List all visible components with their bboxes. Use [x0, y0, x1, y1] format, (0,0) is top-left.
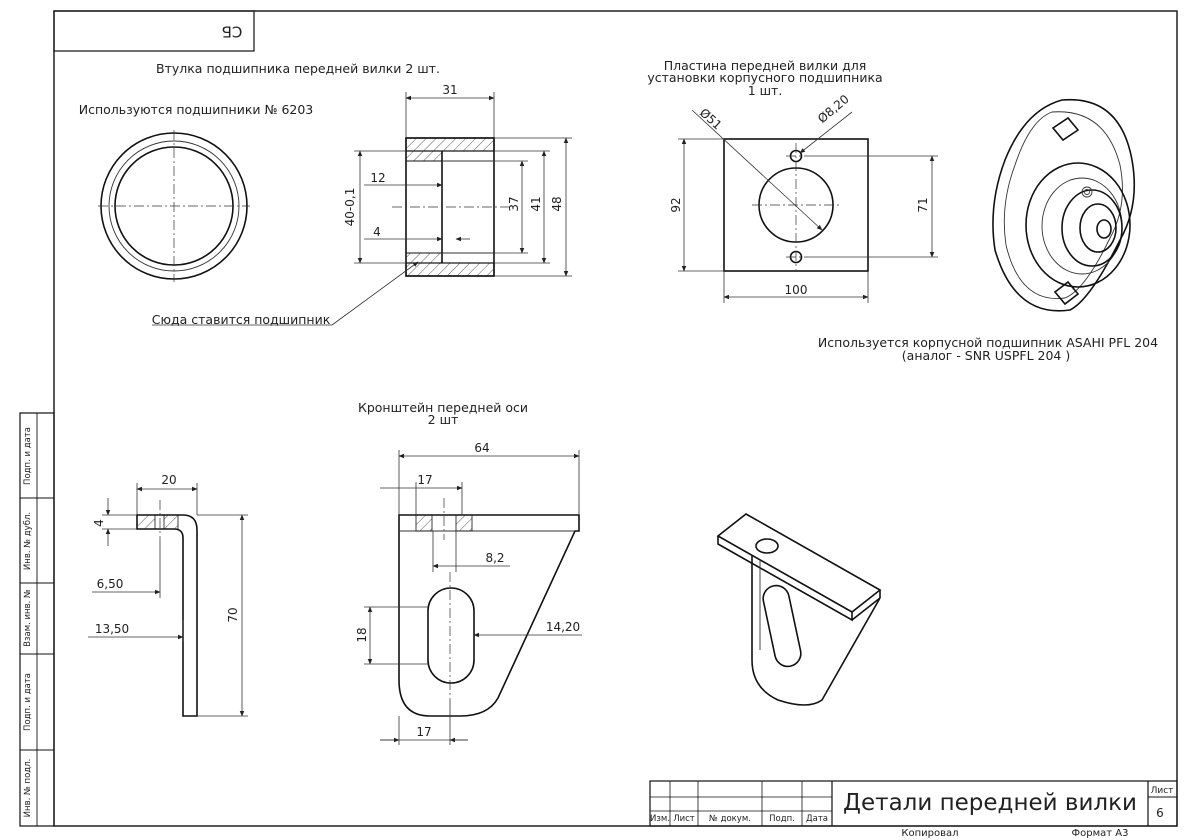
- tb-col-change: Изм.: [650, 814, 670, 824]
- dim-front-17-top: 17: [417, 473, 432, 487]
- bracket-view: Кронштейн передней оси 2 шт 20 4 6,50: [88, 400, 882, 745]
- side-label-sign-date-2: Подп. и дата: [23, 673, 33, 731]
- title-block: Изм. Лист № докум. Подп. Дата Детали пер…: [649, 780, 1178, 839]
- dim-bushing-12: 12: [370, 171, 385, 185]
- side-label-replace-inv: Взам. инв. №: [23, 589, 33, 647]
- tb-col-sign: Подп.: [769, 814, 795, 824]
- dim-front-1420: 14,20: [546, 620, 580, 634]
- dim-front-18: 18: [355, 627, 369, 642]
- dim-side-70: 70: [226, 607, 240, 622]
- dim-side-1350: 13,50: [95, 622, 129, 636]
- drawing-title: Детали передней вилки: [843, 790, 1137, 816]
- sheet-label: Лист: [1151, 786, 1174, 796]
- dim-bushing-48: 48: [550, 196, 564, 211]
- plate-note-line1: Используется корпусной подшипник ASAHI P…: [818, 335, 1158, 350]
- bracket-3d-illustration: [716, 513, 882, 706]
- dim-plate-hole: Ø51: [697, 106, 725, 133]
- bracket-title-line1: Кронштейн передней оси: [358, 400, 528, 415]
- dim-bushing-37: 37: [507, 196, 521, 211]
- plate-view: Пластина передней вилки для установки ко…: [647, 58, 1158, 363]
- dim-bushing-length: 31: [442, 83, 457, 97]
- flange-bearing-illustration: [992, 98, 1136, 312]
- copied-label: Копировал: [901, 828, 958, 839]
- dim-bushing-tol: 40-0,1: [343, 188, 357, 227]
- plate-note-line2: (аналог - SNR USPFL 204 ): [902, 348, 1070, 363]
- bracket-front-view: 64 17 8,2 18 14,20 17: [355, 441, 582, 745]
- plate-title-line2: установки корпусного подшипника: [647, 70, 882, 85]
- corner-stamp: СБ: [222, 23, 243, 41]
- dim-front-82: 8,2: [485, 551, 504, 565]
- bushing-pointer-label: Сюда ставится подшипник: [152, 312, 331, 327]
- dim-front-64: 64: [474, 441, 489, 455]
- sheet-frame: СБ: [53, 10, 1178, 827]
- side-label-dup-inv: Инв. № дубл.: [23, 512, 33, 570]
- dim-plate-71: 71: [916, 197, 930, 212]
- bracket-side-view: 20 4 6,50 13,50 70: [88, 473, 248, 717]
- tb-col-doc: № докум.: [709, 814, 751, 824]
- sheet-number: 6: [1156, 806, 1164, 820]
- plate-title-line3: 1 шт.: [748, 83, 783, 98]
- format-label: Формат А3: [1072, 828, 1129, 839]
- bushing-title: Втулка подшипника передней вилки 2 шт.: [156, 61, 440, 76]
- bracket-title-line2: 2 шт: [428, 412, 459, 427]
- bushing-note: Используются подшипники № 6203: [79, 102, 314, 117]
- dim-bushing-41: 41: [529, 196, 543, 211]
- tb-col-date: Дата: [806, 814, 828, 824]
- side-label-orig-inv: Инв. № подл.: [23, 759, 33, 818]
- side-label-sign-date-1: Подп. и дата: [23, 427, 33, 485]
- dim-plate-100: 100: [785, 283, 808, 297]
- side-strip: Подп. и дата Инв. № дубл. Взам. инв. № П…: [19, 412, 55, 827]
- dim-bushing-4: 4: [373, 225, 381, 239]
- plate-title-line1: Пластина передней вилки для: [664, 58, 867, 73]
- dim-side-20: 20: [161, 473, 176, 487]
- dim-front-17-bottom: 17: [416, 725, 431, 739]
- dim-plate-bolt: Ø8,20: [815, 92, 852, 126]
- dim-side-650: 6,50: [97, 577, 124, 591]
- tb-col-sheet: Лист: [673, 814, 695, 824]
- dim-plate-92: 92: [669, 197, 683, 212]
- bushing-view: Втулка подшипника передней вилки 2 шт. И…: [79, 61, 572, 327]
- dim-side-4: 4: [92, 519, 106, 527]
